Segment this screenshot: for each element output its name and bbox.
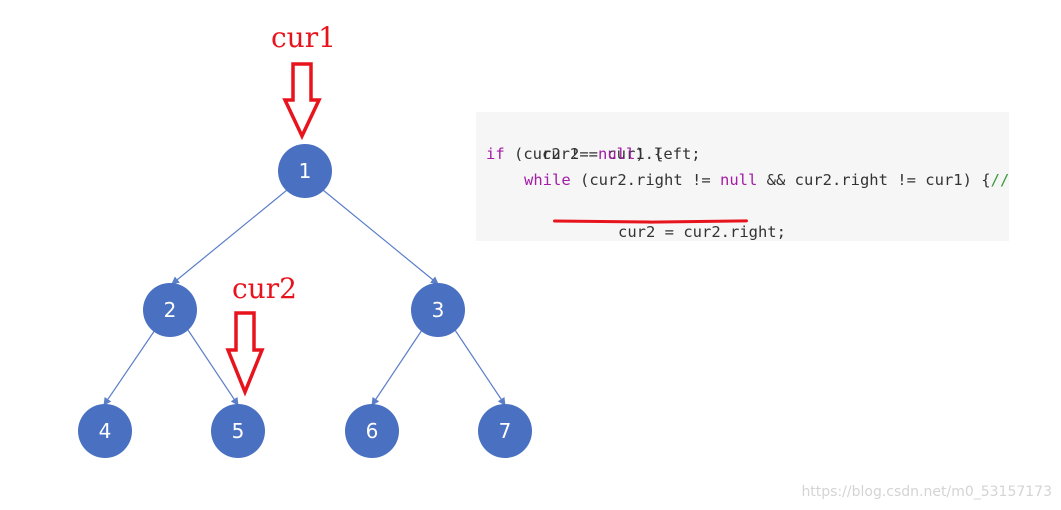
edge-1-2 (171, 189, 288, 285)
edge-2-4 (103, 329, 156, 406)
tree-node-1: 1 (278, 144, 332, 198)
code-line-3-end: && cur2.right != cur1) { (757, 171, 991, 189)
code-line-3-text: (cur2.right != (570, 171, 720, 189)
cur2-arrow-icon (225, 311, 265, 397)
tree-node-5-label: 5 (232, 419, 245, 443)
code-line-2: if (cur2 != null) { (486, 141, 663, 167)
tree-node-4: 4 (78, 404, 132, 458)
code-line-1-text: cur2 = cur1.left; (542, 145, 701, 163)
cur1-arrow-icon (282, 62, 322, 141)
code-line-4-text: cur2 = cur2.right; (618, 223, 786, 241)
watermark: https://blog.csdn.net/m0_53157173 (801, 484, 1052, 500)
code-line-4: cur2 = cur2.right; (562, 193, 786, 241)
code-keyword-null: null (719, 171, 758, 189)
tree-node-6-label: 6 (366, 419, 379, 443)
tree-node-2: 2 (143, 283, 197, 337)
tree-node-7: 7 (478, 404, 532, 458)
tree-node-7-label: 7 (499, 419, 512, 443)
cur2-pointer-label: cur2 (232, 272, 297, 305)
edge-3-7 (454, 329, 506, 406)
edge-2-5 (187, 329, 239, 406)
code-line-2-end: ) { (635, 145, 664, 163)
tree-node-6: 6 (345, 404, 399, 458)
tree-node-3-label: 3 (432, 298, 445, 322)
edge-3-6 (371, 329, 423, 406)
code-keyword-while: while (524, 171, 571, 189)
tree-node-4-label: 4 (99, 419, 112, 443)
tree-node-1-label: 1 (299, 159, 312, 183)
code-keyword-if: if (486, 145, 505, 163)
code-line-1: cur2 = cur1.left; (486, 115, 701, 163)
code-line-3: while (cur2.right != null && cur2.right … (524, 167, 1009, 193)
tree-node-5: 5 (211, 404, 265, 458)
tree-node-2-label: 2 (164, 298, 177, 322)
code-keyword-null: null (598, 145, 636, 163)
tree-node-3: 3 (411, 283, 465, 337)
cur1-pointer-label: cur1 (271, 21, 336, 54)
edge-1-3 (322, 189, 439, 285)
code-line-2-text: (cur2 != (504, 145, 598, 163)
code-comment: // (990, 171, 1009, 189)
